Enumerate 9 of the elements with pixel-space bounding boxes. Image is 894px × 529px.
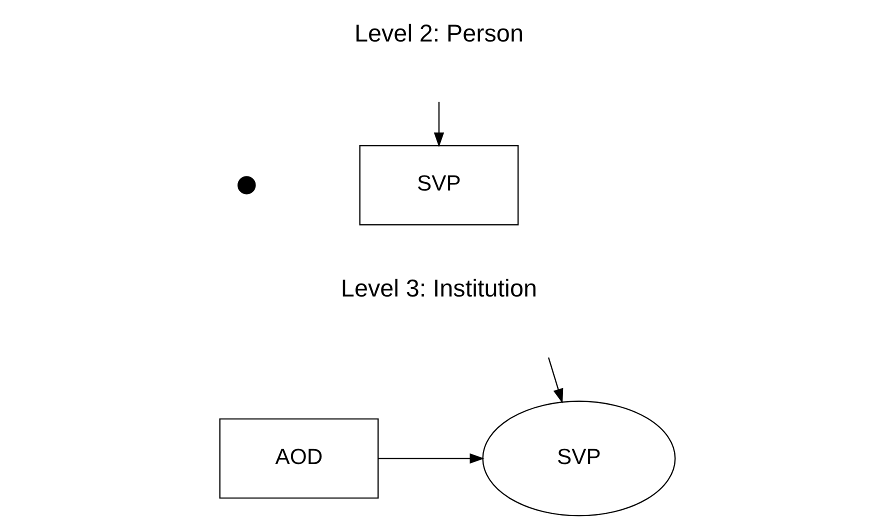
node-box: SVP [358, 145, 518, 226]
label: Level 3: Institution [340, 276, 537, 303]
arrow [378, 453, 484, 464]
node-circle [237, 176, 256, 194]
label: Level 2: Person [354, 20, 524, 48]
arrow [433, 102, 444, 148]
node-ellipse: SVP [482, 400, 676, 516]
arrow [547, 357, 563, 404]
node-box: AOD [218, 418, 378, 499]
